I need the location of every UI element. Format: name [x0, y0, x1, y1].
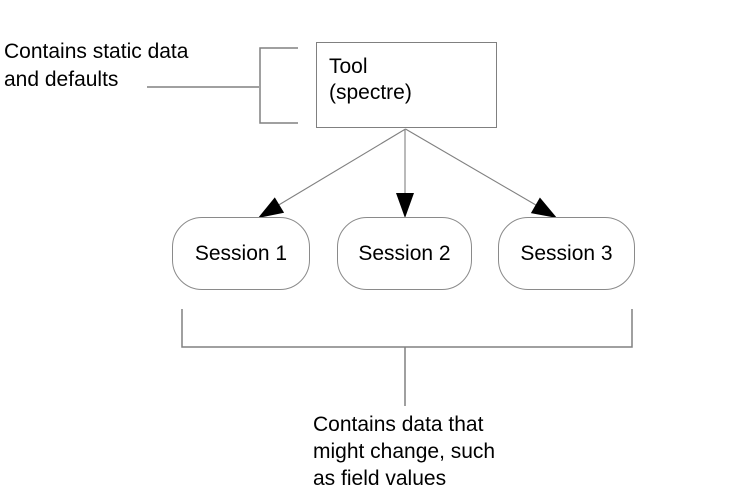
- session-node-3: Session 3: [498, 217, 635, 290]
- arrow-line-tool-to-session-3: [405, 128, 554, 216]
- arrowhead-session-2: [396, 193, 414, 218]
- arrow-line-tool-to-session-1: [261, 128, 406, 216]
- session-node-1: Session 1: [172, 217, 310, 290]
- static-data-annotation-line2: and defaults: [4, 68, 119, 91]
- session-data-annotation: Contains data that might change, such as…: [313, 411, 495, 492]
- session-data-annotation-line1: Contains data that: [313, 413, 484, 436]
- tool-node: Tool (spectre): [316, 42, 497, 128]
- static-data-annotation: Contains static data and defaults: [4, 38, 188, 94]
- session-node-2-label: Session 2: [358, 241, 451, 265]
- bottom-brace: [181, 309, 633, 348]
- tool-node-label-line1: Tool: [329, 55, 368, 78]
- tool-node-label-line2: (spectre): [329, 81, 412, 104]
- session-node-3-label: Session 3: [520, 241, 613, 265]
- session-data-annotation-line2: might change, such: [313, 440, 496, 463]
- static-data-annotation-line1: Contains static data: [4, 40, 189, 63]
- session-node-2: Session 2: [337, 217, 472, 290]
- left-bracket: [259, 47, 298, 124]
- session-data-annotation-line3: as field values: [313, 467, 447, 490]
- session-node-1-label: Session 1: [194, 241, 288, 265]
- arrowhead-session-3: [530, 197, 557, 218]
- arrowhead-session-1: [258, 197, 285, 218]
